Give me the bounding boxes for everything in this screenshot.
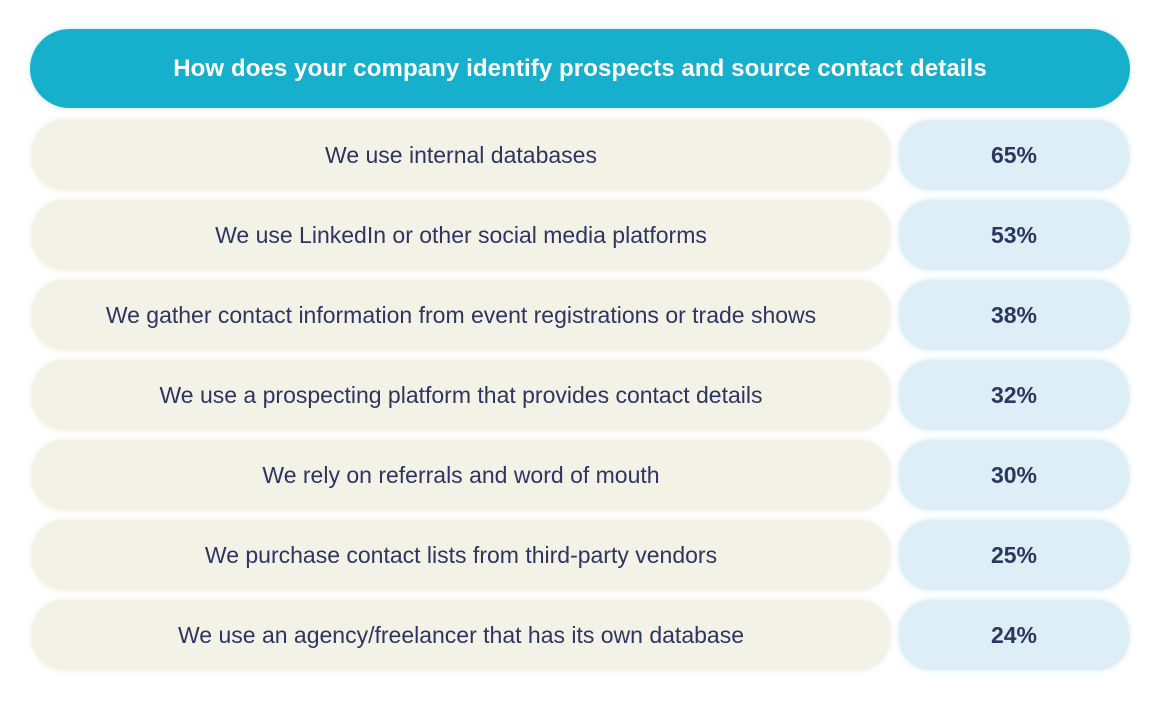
response-label: We purchase contact lists from third-par… — [204, 541, 718, 568]
response-label-pill: We use internal databases — [32, 120, 890, 190]
response-label: We use LinkedIn or other social media pl… — [215, 221, 707, 248]
response-value-pill: 38% — [899, 280, 1129, 350]
response-label-pill: We rely on referrals and word of mouth — [32, 440, 890, 510]
response-percentage: 38% — [990, 301, 1038, 328]
response-value-pill: 65% — [899, 120, 1129, 190]
response-label-pill: We use an agency/freelancer that has its… — [32, 600, 890, 670]
response-value-pill: 53% — [899, 200, 1129, 270]
table-row: We purchase contact lists from third-par… — [32, 520, 1132, 590]
response-value-pill: 32% — [899, 360, 1129, 430]
response-table: We use internal databases 65% We use Lin… — [32, 120, 1132, 680]
response-percentage: 30% — [990, 461, 1038, 488]
response-percentage: 25% — [990, 541, 1038, 568]
response-percentage: 65% — [990, 141, 1038, 168]
response-label-pill: We gather contact information from event… — [32, 280, 890, 350]
chart-title-banner: How does your company identify prospects… — [30, 29, 1130, 108]
response-percentage: 53% — [990, 221, 1038, 248]
response-label-pill: We purchase contact lists from third-par… — [32, 520, 890, 590]
response-label: We use a prospecting platform that provi… — [159, 381, 763, 408]
response-label-pill: We use a prospecting platform that provi… — [32, 360, 890, 430]
table-row: We use LinkedIn or other social media pl… — [32, 200, 1132, 270]
table-row: We use a prospecting platform that provi… — [32, 360, 1132, 430]
response-label: We use an agency/freelancer that has its… — [178, 621, 744, 648]
chart-title: How does your company identify prospects… — [173, 54, 987, 82]
table-row: We gather contact information from event… — [32, 280, 1132, 350]
response-percentage: 24% — [990, 621, 1038, 648]
response-value-pill: 24% — [899, 600, 1129, 670]
table-row: We use an agency/freelancer that has its… — [32, 600, 1132, 670]
response-value-pill: 30% — [899, 440, 1129, 510]
table-row: We rely on referrals and word of mouth 3… — [32, 440, 1132, 510]
response-label-pill: We use LinkedIn or other social media pl… — [32, 200, 890, 270]
response-label: We use internal databases — [325, 141, 597, 168]
response-percentage: 32% — [990, 381, 1038, 408]
table-row: We use internal databases 65% — [32, 120, 1132, 190]
response-label: We gather contact information from event… — [105, 301, 817, 328]
response-value-pill: 25% — [899, 520, 1129, 590]
response-label: We rely on referrals and word of mouth — [262, 461, 660, 488]
